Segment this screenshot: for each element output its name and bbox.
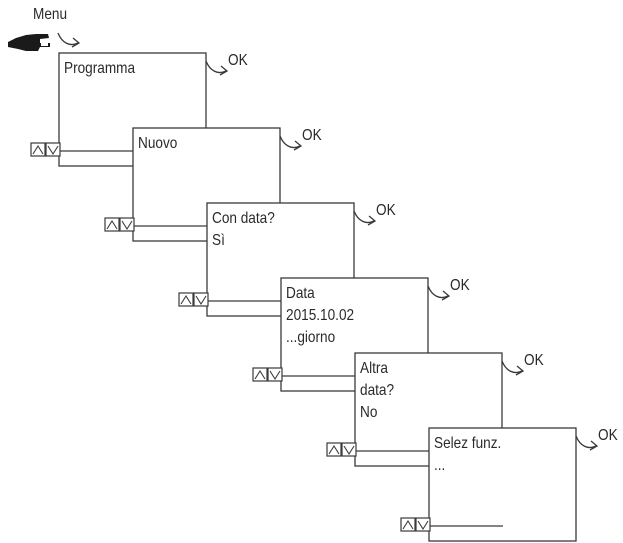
down-arrow-icon-3 <box>195 295 207 306</box>
screen-6-line-1: Selez funz. <box>434 435 502 452</box>
screen-5-line-1: Altra <box>360 360 388 377</box>
up-button-5 <box>326 442 342 457</box>
ok-arrow-6-head <box>589 440 599 451</box>
down-arrow-icon-6 <box>417 520 429 531</box>
ok-arrow-3 <box>353 210 375 224</box>
curved-arrows <box>57 32 599 451</box>
ok-label-5: OK <box>524 352 544 369</box>
ok-arrow-4 <box>427 285 449 299</box>
ok-label-1: OK <box>228 52 248 69</box>
screen-4-line-2: 2015.10.02 <box>286 307 355 324</box>
screen-3-line-1: Con data? <box>212 210 275 227</box>
up-arrow-icon-6 <box>402 519 414 530</box>
up-arrow-icon-4 <box>254 369 266 380</box>
down-button-5 <box>341 442 357 457</box>
menu-label: Menu <box>33 6 68 23</box>
pointing-hand-icon <box>8 34 50 51</box>
down-button-6 <box>415 517 431 532</box>
screen-2-line-1: Nuovo <box>138 135 178 152</box>
ok-arrow-3-head <box>367 215 377 226</box>
screen-box-6 <box>428 427 577 542</box>
ok-arrow-5-head <box>515 365 525 376</box>
down-button-4 <box>267 367 283 382</box>
down-arrow-icon-1 <box>47 145 59 156</box>
ok-arrow-1-head <box>219 65 229 76</box>
up-button-6 <box>400 517 416 532</box>
connector-lines <box>59 150 503 527</box>
ok-arrow-4-head <box>441 290 451 301</box>
up-button-3 <box>178 292 194 307</box>
ok-arrow-5 <box>501 360 523 374</box>
ok-arrow-1 <box>205 60 227 74</box>
screen-4-line-1: Data <box>286 285 315 302</box>
screen-5-line-3: No <box>360 404 378 421</box>
up-arrow-icon-5 <box>328 444 340 455</box>
screen-1-line-1: Programma <box>64 60 136 77</box>
down-arrow-icon-2 <box>121 220 133 231</box>
ok-arrow-2-head <box>293 140 303 151</box>
down-arrow-icon-4 <box>269 370 281 381</box>
up-arrow-icon-2 <box>106 219 118 230</box>
ok-label-4: OK <box>450 277 470 294</box>
down-button-2 <box>119 217 135 232</box>
up-button-1 <box>30 142 46 157</box>
screen-5-line-2: data? <box>360 382 395 399</box>
ok-label-6: OK <box>598 427 618 444</box>
down-arrow-icon-5 <box>343 445 355 456</box>
down-button-3 <box>193 292 209 307</box>
ok-label-3: OK <box>376 202 396 219</box>
ok-label-2: OK <box>302 127 322 144</box>
up-button-4 <box>252 367 268 382</box>
up-down-buttons <box>30 142 431 532</box>
screen-4-line-3: ...giorno <box>286 329 336 346</box>
screen-6-line-2: ... <box>434 457 446 474</box>
screen-boxes <box>58 52 577 542</box>
screen-3-line-2: Sì <box>212 232 225 249</box>
ok-arrow-6 <box>575 435 597 449</box>
menu-entry-arrow-head <box>71 37 81 48</box>
menu-entry-arrow <box>57 32 79 46</box>
up-arrow-icon-1 <box>32 144 44 155</box>
ok-arrow-2 <box>279 135 301 149</box>
down-button-1 <box>45 142 61 157</box>
up-button-2 <box>104 217 120 232</box>
up-arrow-icon-3 <box>180 294 192 305</box>
